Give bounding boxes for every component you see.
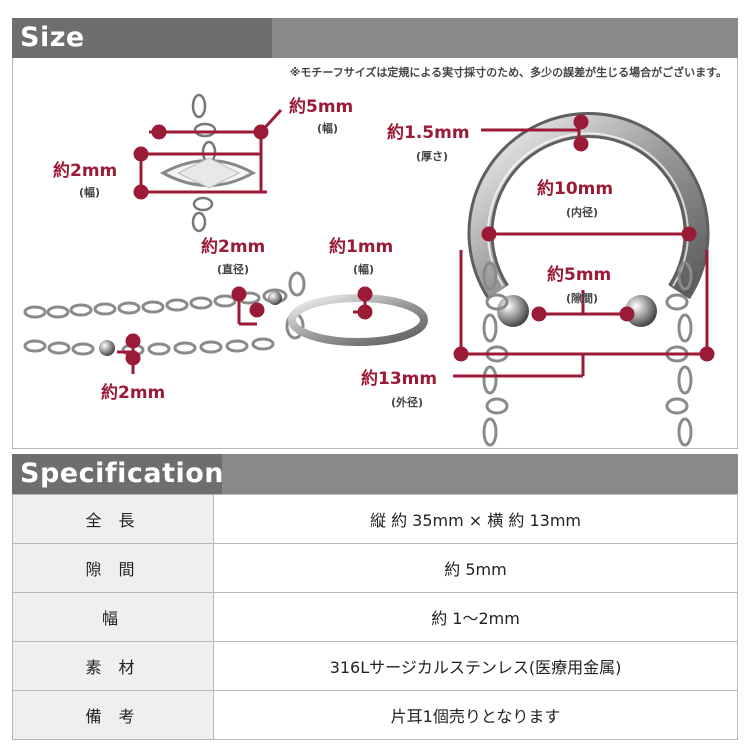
label-width-2mm: 約2mm [53, 161, 118, 181]
table-row: 備 考 片耳1個売りとなります [12, 690, 738, 740]
small-ball [268, 291, 282, 305]
marquise-charm [159, 93, 257, 233]
label-gap-5mm: 約5mm [547, 265, 612, 285]
clasp-ball [99, 340, 115, 356]
label-diameter-2mm: 約2mm [201, 237, 266, 257]
size-information-title: Size Information [12, 18, 272, 93]
dimension-markers [117, 108, 715, 378]
label-diameter-2mm-sub: (直径) [217, 263, 250, 276]
table-row: 素 材 316Lサージカルステンレス(医療用金属) [12, 641, 738, 691]
label-outer-sub: (外径) [391, 396, 424, 409]
table-row: 幅 約 1〜2mm [12, 592, 738, 642]
label-thickness-sub: (厚さ) [416, 150, 449, 163]
table-row: 隙 間 約 5mm [12, 543, 738, 593]
label-inner-sub: (内径) [566, 206, 599, 219]
specification-header: Specification [12, 454, 738, 494]
label-thickness-1-5mm: 約1.5mm [387, 123, 470, 143]
measurement-note: ※モチーフサイズは定規による実寸採寸のため、多少の誤差が生じる場合がございます。 [289, 66, 727, 79]
table-row: 全 長 縦 約 35mm × 横 約 13mm [12, 494, 738, 544]
spec-key: 全 長 [12, 494, 214, 544]
ring-chain [23, 271, 306, 357]
label-gap-sub: (隙間) [566, 292, 599, 305]
spec-value: 縦 約 35mm × 横 約 13mm [213, 494, 738, 544]
label-width-5mm-sub: (幅) [317, 122, 339, 135]
jewelry-illustration [23, 93, 715, 447]
spec-key: 幅 [12, 592, 214, 642]
label-width-1mm: 約1mm [329, 237, 394, 257]
spec-value: 約 1〜2mm [213, 592, 738, 642]
specification-title: Specification [12, 454, 224, 494]
horseshoe-ring [467, 112, 710, 327]
spec-value: 316Lサージカルステンレス(医療用金属) [213, 641, 738, 691]
label-width-5mm: 約5mm [289, 97, 354, 117]
label-width-1mm-sub: (幅) [353, 263, 375, 276]
flat-ring [288, 294, 428, 346]
specification-table: 全 長 縦 約 35mm × 横 約 13mm 隙 間 約 5mm 幅 約 1〜… [12, 494, 738, 740]
spec-value: 片耳1個売りとなります [213, 690, 738, 740]
label-width-2mm-sub: (幅) [79, 186, 101, 199]
spec-value: 約 5mm [213, 543, 738, 593]
size-information-header: Size Information [12, 18, 738, 93]
label-bottom-2mm: 約2mm [101, 383, 166, 403]
spec-key: 備 考 [12, 690, 214, 740]
label-inner-10mm: 約10mm [537, 179, 614, 199]
spec-key: 素 材 [12, 641, 214, 691]
label-outer-13mm: 約13mm [361, 369, 438, 389]
size-diagram-panel: ※モチーフサイズは定規による実寸採寸のため、多少の誤差が生じる場合がございます。… [12, 58, 738, 449]
spec-key: 隙 間 [12, 543, 214, 593]
